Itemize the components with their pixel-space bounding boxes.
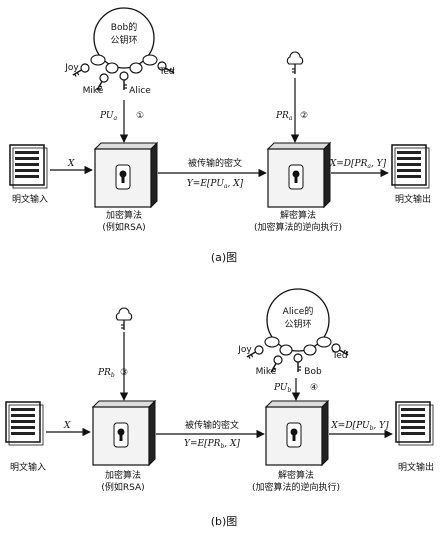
channel-label-b: 被传输的密文 [185, 419, 239, 431]
step-marker-a1: ① [136, 111, 144, 121]
private-key-icon [286, 51, 304, 75]
plaintext-doc-icon [395, 401, 434, 446]
key-label: Bob [304, 367, 322, 377]
step-marker-a2: ② [300, 111, 308, 121]
plaintext-doc-icon [391, 144, 430, 189]
dec-key-label-b: PUb [273, 383, 291, 394]
plaintext-input-label-a: 明文输入 [12, 193, 48, 205]
input-symbol-b: X [63, 421, 71, 431]
plaintext-doc-icon [9, 144, 48, 189]
enc-algo-label-a: 加密算法 [106, 209, 142, 221]
caption-b: (b)图 [211, 515, 238, 528]
enc-algo-label-b: 加密算法 [105, 469, 141, 481]
public-keyring-b: Alice的 公钥环 Joy Ted Mike Bob [237, 288, 351, 377]
plaintext-output-label-b: 明文输出 [398, 461, 434, 473]
decryption-box [267, 142, 331, 208]
output-formula-b: X=D[PUb, Y] [330, 421, 389, 432]
dec-algo-label-b: 解密算法 [278, 469, 314, 481]
keyring-subtitle-a: 公钥环 [110, 34, 137, 46]
keyring-title-a: Bob的 [111, 21, 137, 33]
key-icon [119, 71, 129, 91]
dec-algo-label-a: 解密算法 [280, 209, 316, 221]
step-marker-b4: ④ [310, 383, 318, 393]
key-icon [293, 353, 303, 373]
dec-key-label-a: PRa [275, 111, 293, 122]
panel-b: PRb ③ Alice的 公钥环 Joy Ted Mike Bob PUb ④ … [5, 288, 434, 528]
decryption-box [265, 400, 329, 466]
plaintext-input-label-b: 明文输入 [10, 461, 46, 473]
key-label: Joy [64, 63, 79, 73]
plaintext-output-label-a: 明文输出 [395, 193, 431, 205]
enc-algo-example-a: (例如RSA) [102, 221, 145, 233]
channel-label-a: 被传输的密文 [188, 157, 242, 169]
input-symbol-a: X [67, 159, 75, 169]
enc-key-label-b: PRb [97, 368, 115, 379]
encryption-box [94, 142, 158, 208]
keyring-subtitle-b: 公钥环 [284, 318, 311, 330]
cipher-formula-b: Y=E[PRb, X] [184, 439, 240, 450]
caption-a: (a)图 [211, 251, 237, 264]
public-keyring-a: Bob的 公钥环 Joy Ted Mike Alice [64, 7, 177, 96]
enc-algo-example-b: (例如RSA) [101, 481, 144, 493]
plaintext-doc-icon [5, 401, 44, 446]
panel-a: Bob的 公钥环 Joy Ted Mike Alice PUa ① PRa ② … [9, 7, 431, 264]
key-label: Alice [129, 86, 151, 96]
key-label: Mike [83, 86, 104, 96]
encryption-box [92, 400, 156, 466]
key-label: Mike [256, 367, 277, 377]
key-label: Ted [331, 351, 347, 361]
dec-algo-note-b: (加密算法的逆向执行) [252, 481, 340, 493]
cipher-formula-a: Y=E[PUa, X] [187, 179, 244, 190]
output-formula-a: X=D[PRa, Y] [329, 159, 387, 170]
key-label: Joy [237, 345, 252, 355]
key-label: Ted [158, 67, 174, 77]
enc-key-label-a: PUa [99, 111, 117, 122]
dec-algo-note-a: (加密算法的逆向执行) [254, 221, 342, 233]
private-key-icon [115, 307, 133, 331]
keyring-title-b: Alice的 [283, 305, 314, 317]
